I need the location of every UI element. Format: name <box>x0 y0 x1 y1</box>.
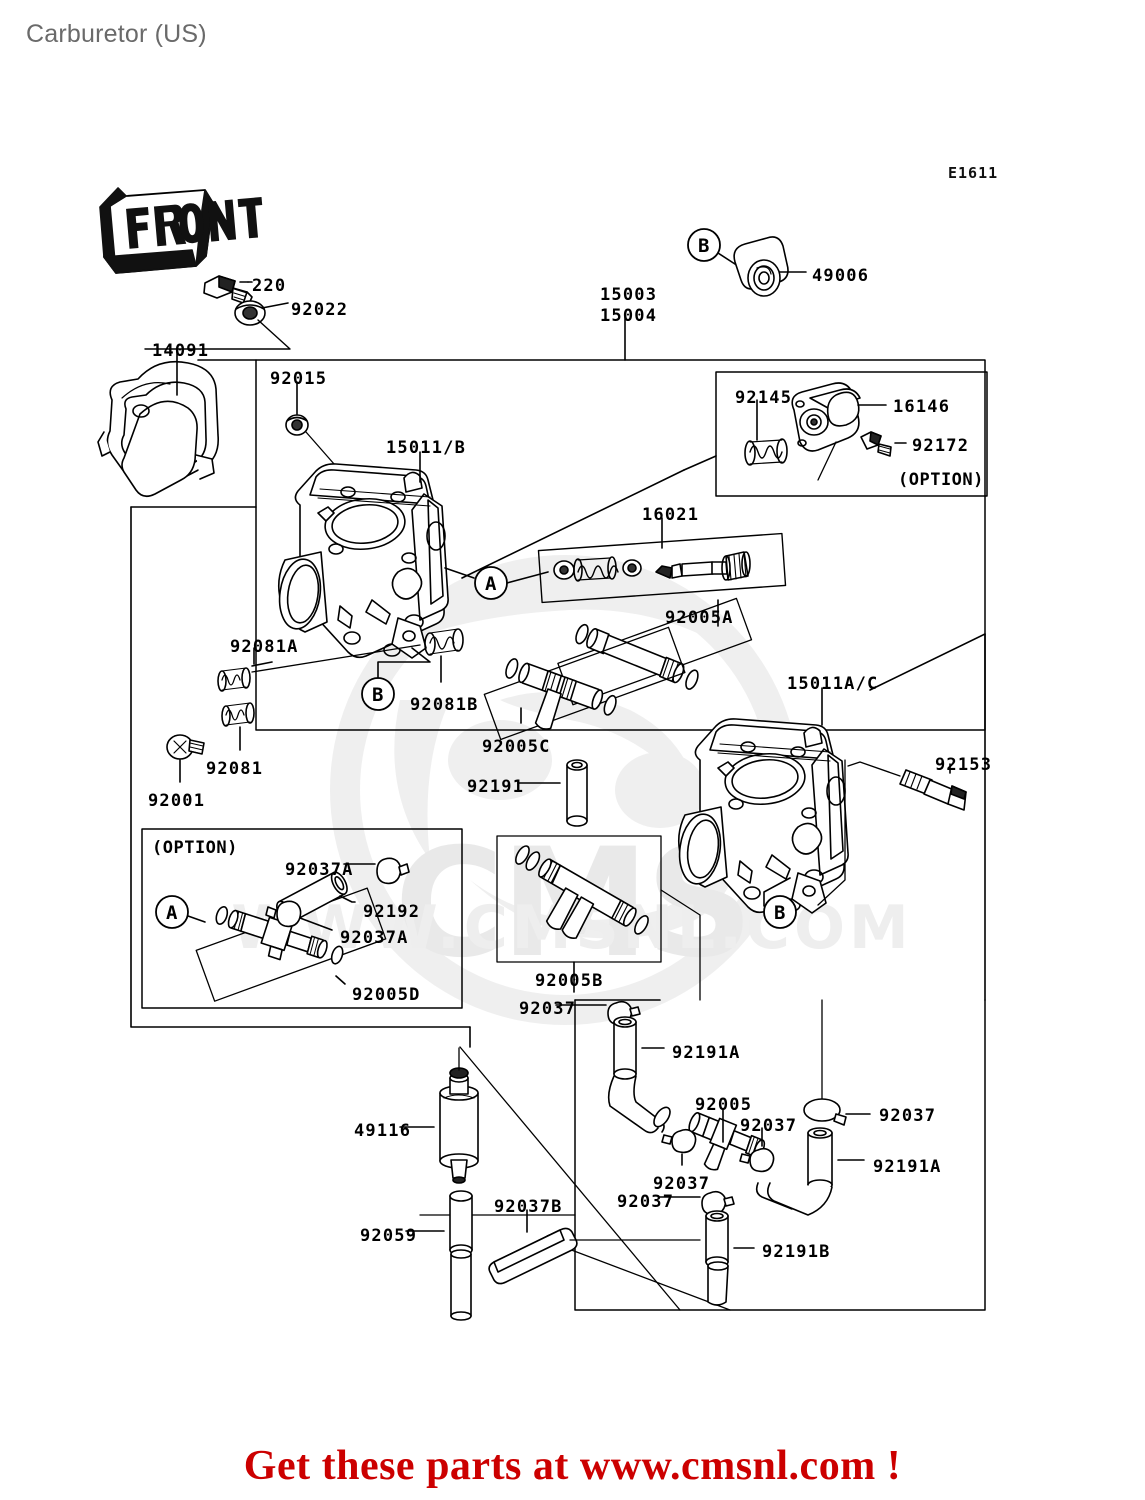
part-number-14091: 14091 <box>152 341 210 361</box>
part-49116-filter <box>439 1067 479 1184</box>
part-92081B-spring <box>424 628 464 656</box>
part-number-15011-B: 15011/B <box>386 438 467 458</box>
part-number-49006: 49006 <box>812 266 870 286</box>
part-92037-clip-m <box>661 1128 697 1154</box>
part-92059-tube <box>449 1190 473 1321</box>
part-92005B-tube <box>515 845 649 939</box>
part-number-49116: 49116 <box>354 1121 412 1141</box>
part-number-92081B: 92081B <box>410 695 479 715</box>
part-number-92037B: 92037B <box>494 1197 563 1217</box>
part-number-92037: 92037 <box>740 1116 798 1136</box>
part-number-92191B: 92191B <box>762 1242 831 1262</box>
part-number-92005: 92005 <box>695 1095 753 1115</box>
part-92145-spring <box>744 438 788 466</box>
part-number-92037: 92037 <box>617 1192 675 1212</box>
part-number-92005C: 92005C <box>482 737 551 757</box>
part-92191-tube <box>566 759 588 827</box>
part-49006-grommet <box>733 236 789 297</box>
part-number-92081A: 92081A <box>230 637 299 657</box>
callout-b-top-label: B <box>698 235 710 257</box>
page-title: Carburetor (US) <box>26 20 207 48</box>
part-number-92015: 92015 <box>270 369 328 389</box>
part-number-92145: 92145 <box>735 388 793 408</box>
part-92022-washer <box>234 300 266 326</box>
part-number-92191A: 92191A <box>873 1157 942 1177</box>
part-92191A-hose-2 <box>755 1127 833 1216</box>
part-number-92192: 92192 <box>363 902 421 922</box>
watermark-url: WWW.CMSNL.COM <box>231 893 912 963</box>
footer-banner: Get these parts at www.cmsnl.com ! <box>243 1443 902 1489</box>
part-92037B-clamp <box>488 1227 578 1285</box>
part-92191A-hose-1 <box>607 1016 671 1134</box>
part-92081-spring <box>221 702 255 727</box>
part-number-92005B: 92005B <box>535 971 604 991</box>
part-number-15011A-C: 15011A/C <box>787 674 879 694</box>
part-number-92172: 92172 <box>912 436 970 456</box>
part-220-bolt <box>203 275 253 307</box>
part-number-92005A: 92005A <box>665 608 734 628</box>
part-number-92001: 92001 <box>148 791 206 811</box>
part-number-92081: 92081 <box>206 759 264 779</box>
part-number-92005D: 92005D <box>352 985 421 1005</box>
part-92001-screw <box>166 734 205 760</box>
callout-b-left-label: B <box>372 684 384 706</box>
part-14091-cover <box>97 360 220 498</box>
part-number-92022: 92022 <box>291 300 349 320</box>
svg-text:CMS: CMS <box>394 817 749 991</box>
part-16021-assembly <box>553 551 751 582</box>
part-92153-bolt <box>899 769 967 811</box>
leader-92005D <box>335 975 346 985</box>
part-92005D-tube <box>215 905 344 965</box>
part-number-92153: 92153 <box>935 755 993 775</box>
part-92005C-box <box>483 626 686 741</box>
front-arrow-icon <box>99 187 263 274</box>
part-number-92191: 92191 <box>467 777 525 797</box>
part-92081A-spring <box>217 667 251 692</box>
part-number-92037: 92037 <box>519 999 577 1019</box>
part-92005A-tube <box>575 623 699 690</box>
part-92191B-hose <box>705 1210 729 1306</box>
callout-a-bottom-label: A <box>166 902 178 924</box>
option-label-bottom: (OPTION) <box>152 838 238 858</box>
part-16146-valve <box>791 382 861 452</box>
part-number-92037: 92037 <box>879 1106 937 1126</box>
part-number-92191A: 92191A <box>672 1043 741 1063</box>
leader-92192 <box>339 895 356 903</box>
leader-92037A-2 <box>299 917 333 931</box>
part-number-220: 220 <box>252 276 287 296</box>
part-92037A-clip-1 <box>376 857 410 885</box>
part-92037-clip-right <box>803 1098 847 1126</box>
part-number-92059: 92059 <box>360 1226 418 1246</box>
diagram-code-label: E1611 <box>948 164 999 182</box>
option-label-top: (OPTION) <box>898 470 984 490</box>
part-92037A-clip-2 <box>265 900 302 928</box>
part-92037-clip-top <box>607 1000 641 1026</box>
leader-92022 <box>261 302 289 309</box>
part-number-92037A: 92037A <box>340 928 409 948</box>
callout-b-right-label: B <box>774 902 786 924</box>
part-number-92037A: 92037A <box>285 860 354 880</box>
part-92005C-tube <box>505 658 617 730</box>
part-15011B-carb-body <box>277 463 449 659</box>
part-number-16021: 16021 <box>642 505 700 525</box>
part-92005B-box <box>496 835 662 963</box>
part-92172-screw <box>860 431 892 457</box>
part-92037-clip-r2 <box>739 1147 775 1173</box>
callout-a-top-label: A <box>485 573 497 595</box>
part-92037-clip-b <box>701 1190 735 1216</box>
part-number-16146: 16146 <box>893 397 951 417</box>
part-15011AC-carb-body <box>677 718 849 914</box>
part-number-92037: 92037 <box>653 1174 711 1194</box>
part-number-15003: 15003 <box>600 285 658 305</box>
part-92015-washer <box>285 414 309 436</box>
part-number-15004: 15004 <box>600 306 658 326</box>
